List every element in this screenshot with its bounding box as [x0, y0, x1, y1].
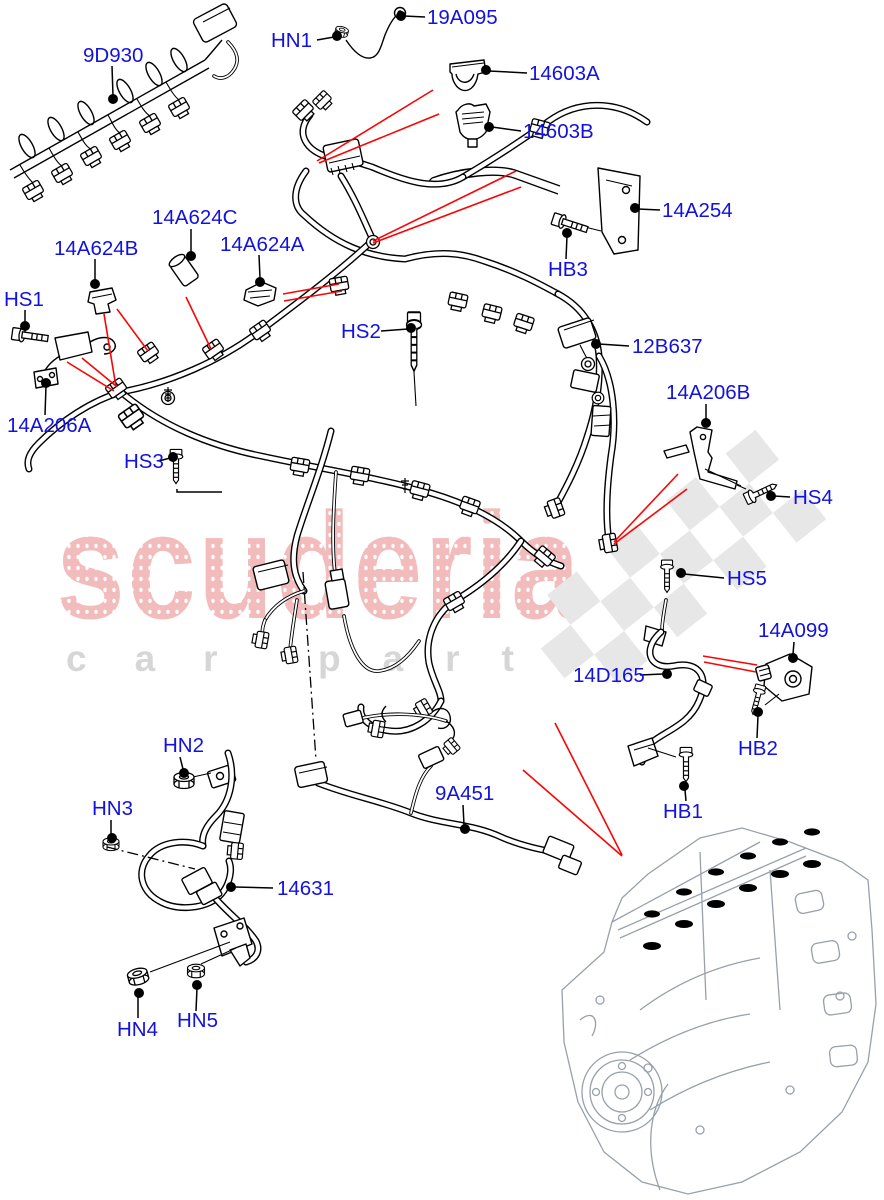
part-label-HS1[interactable]: HS1	[4, 288, 44, 311]
fuel-line-14D165	[627, 598, 713, 767]
part-label-HN4[interactable]: HN4	[117, 1018, 158, 1041]
watermark-brand: scuderia	[56, 482, 582, 650]
part-labels: 9D930 19A095 HN1 14603A 14603B 14A254 HB…	[4, 6, 833, 1041]
part-label-HN5[interactable]: HN5	[177, 1009, 218, 1032]
part-label-14A624B[interactable]: 14A624B	[54, 237, 138, 260]
part-label-14A624A[interactable]: 14A624A	[220, 233, 305, 256]
injector-rail-harness	[9, 3, 239, 205]
checkered-flag-watermark	[540, 429, 827, 685]
alignment-dash-lines	[106, 571, 317, 870]
part-label-HB3[interactable]: HB3	[548, 258, 588, 281]
main-harness-connectors	[104, 89, 619, 739]
leader-lines	[20, 11, 798, 1018]
part-label-14A206A[interactable]: 14A206A	[7, 414, 92, 437]
harness-clamp-14603A	[449, 59, 487, 92]
part-label-9A451[interactable]: 9A451	[435, 782, 494, 805]
part-label-HS5[interactable]: HS5	[727, 567, 767, 590]
battery-cable-bracket	[333, 6, 407, 59]
part-label-9D930[interactable]: 9D930	[83, 44, 143, 67]
connector-cluster-12B637	[557, 317, 612, 438]
part-label-14A254[interactable]: 14A254	[662, 199, 733, 222]
part-label-14631[interactable]: 14631	[277, 877, 334, 900]
fasteners	[102, 311, 781, 988]
jumper-harness-9A451	[294, 705, 582, 876]
retainer-clip-14A624B	[87, 287, 117, 315]
attachment-indicator-lines	[66, 89, 758, 857]
ground-cable-assembly-14631	[142, 753, 258, 973]
part-label-12B637[interactable]: 12B637	[632, 335, 703, 358]
part-label-14603B[interactable]: 14603B	[523, 120, 594, 143]
part-label-19A095[interactable]: 19A095	[427, 6, 498, 29]
part-label-HS4[interactable]: HS4	[793, 486, 833, 509]
part-label-HN1[interactable]: HN1	[271, 29, 312, 52]
watermark-tagline-right: parts	[318, 638, 618, 679]
harness-clamp-14603B	[455, 103, 491, 148]
bracket-14A206B	[663, 426, 747, 490]
part-label-HS3[interactable]: HS3	[124, 450, 164, 473]
part-label-14A206B[interactable]: 14A206B	[666, 381, 750, 404]
watermark: scuderia car parts	[56, 482, 618, 679]
part-label-14A624C[interactable]: 14A624C	[152, 206, 238, 229]
part-label-HB2[interactable]: HB2	[738, 737, 778, 760]
engine-sketch	[561, 827, 877, 1195]
part-label-14603A[interactable]: 14603A	[529, 62, 600, 85]
sensor-bracket-14A206A	[10, 325, 116, 389]
part-label-14A099[interactable]: 14A099	[758, 619, 829, 642]
part-label-HN2[interactable]: HN2	[163, 734, 204, 757]
part-label-HN3[interactable]: HN3	[92, 797, 133, 820]
harness-line-art	[9, 3, 813, 988]
part-label-14D165[interactable]: 14D165	[573, 664, 645, 687]
watermark-tagline-left: car	[66, 638, 266, 679]
part-label-HS2[interactable]: HS2	[341, 320, 381, 343]
part-label-HB1[interactable]: HB1	[663, 800, 703, 823]
retainer-clip-14A624C	[168, 253, 199, 287]
